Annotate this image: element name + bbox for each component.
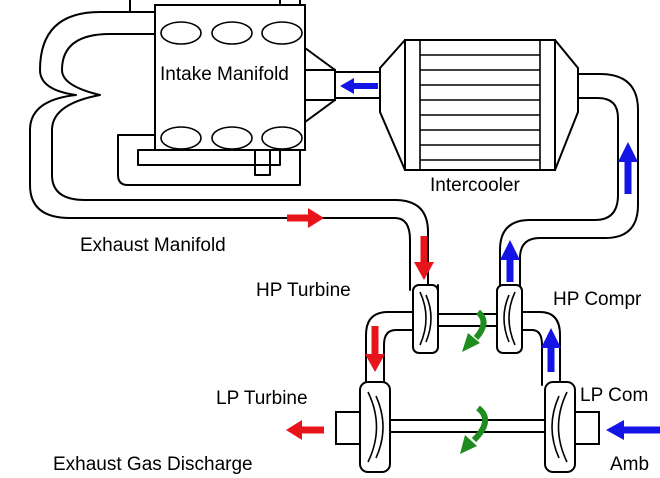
intake-ports-top bbox=[160, 21, 303, 45]
air-flow-arrow-intake bbox=[340, 78, 378, 94]
lp-compressor-inlet bbox=[574, 411, 600, 445]
hp-turbine bbox=[412, 284, 439, 354]
interstage-exhaust-pipe bbox=[365, 284, 439, 386]
lp-turbine bbox=[335, 381, 391, 473]
intake-manifold-label: Intake Manifold bbox=[160, 64, 289, 85]
intercooler-label: Intercooler bbox=[430, 175, 520, 196]
interstage-air-pipe bbox=[521, 311, 561, 386]
lp-turbine-label: LP Turbine bbox=[216, 388, 308, 409]
hp-compressor-label: HP Compr bbox=[553, 289, 642, 310]
air-flow-arrow-lp-compressor-out bbox=[541, 328, 561, 372]
lp-shaft-rotation-arrow bbox=[460, 405, 488, 454]
exhaust-ports-bottom bbox=[160, 126, 303, 150]
exhaust-flow-arrow-discharge bbox=[286, 420, 324, 440]
ambient-label: Amb bbox=[610, 454, 649, 475]
exhaust-flow-arrow-hp-turbine-in bbox=[414, 236, 434, 280]
exhaust-flow-arrow-manifold bbox=[287, 208, 324, 228]
exhaust-flow-arrow-lp-turbine-in bbox=[365, 326, 385, 372]
hp-turbine-label: HP Turbine bbox=[256, 280, 351, 301]
hp-shaft-rotation-arrow bbox=[462, 309, 487, 352]
hp-shaft bbox=[437, 313, 498, 327]
engine-block bbox=[154, 4, 336, 151]
air-flow-arrow-intercooler-return bbox=[618, 142, 638, 194]
lp-compressor-label: LP Com bbox=[580, 385, 648, 406]
exhaust-gas-discharge-label: Exhaust Gas Discharge bbox=[53, 454, 253, 475]
air-flow-arrow-hp-compressor-out bbox=[500, 240, 520, 282]
charge-air-pipe bbox=[499, 73, 639, 291]
hp-compressor bbox=[496, 284, 523, 354]
lp-turbine-outlet bbox=[335, 411, 361, 445]
exhaust-manifold-label: Exhaust Manifold bbox=[80, 235, 226, 256]
intercooler-fins bbox=[420, 54, 540, 161]
lp-compressor bbox=[544, 381, 600, 473]
intercooler bbox=[379, 39, 579, 171]
air-flow-arrow-ambient-in bbox=[606, 420, 660, 440]
lp-shaft bbox=[389, 419, 546, 433]
exhaust-manifold-pipe bbox=[394, 199, 429, 291]
